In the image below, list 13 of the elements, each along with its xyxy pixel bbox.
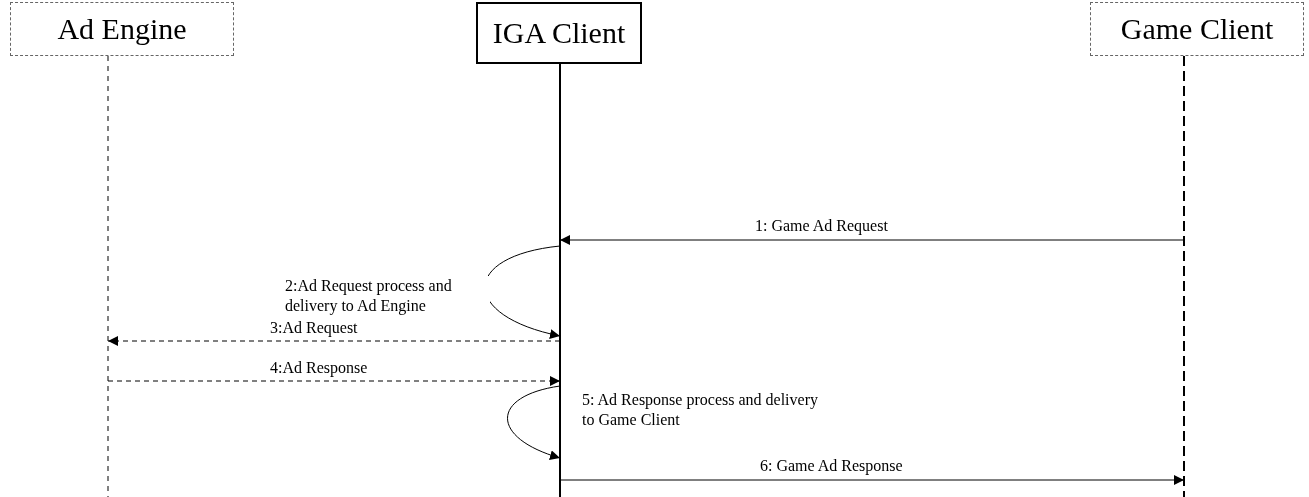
message-arrow (559, 475, 1185, 485)
message-label: 4:Ad Response (270, 358, 368, 378)
message-arrow (559, 235, 1185, 245)
message-arrow (107, 336, 561, 346)
participant-box: Ad Engine (10, 2, 234, 56)
participant-box: IGA Client (476, 2, 642, 64)
message-label: 2:Ad Request process and delivery to Ad Engine (285, 276, 490, 316)
self-message-arrow (507, 385, 561, 460)
participant-box: Game Client (1090, 2, 1304, 56)
message-label: 1: Game Ad Request (755, 216, 888, 236)
message-label: 6: Game Ad Response (760, 456, 903, 476)
message-label: 3:Ad Request (270, 318, 358, 338)
message-arrow (107, 376, 561, 386)
